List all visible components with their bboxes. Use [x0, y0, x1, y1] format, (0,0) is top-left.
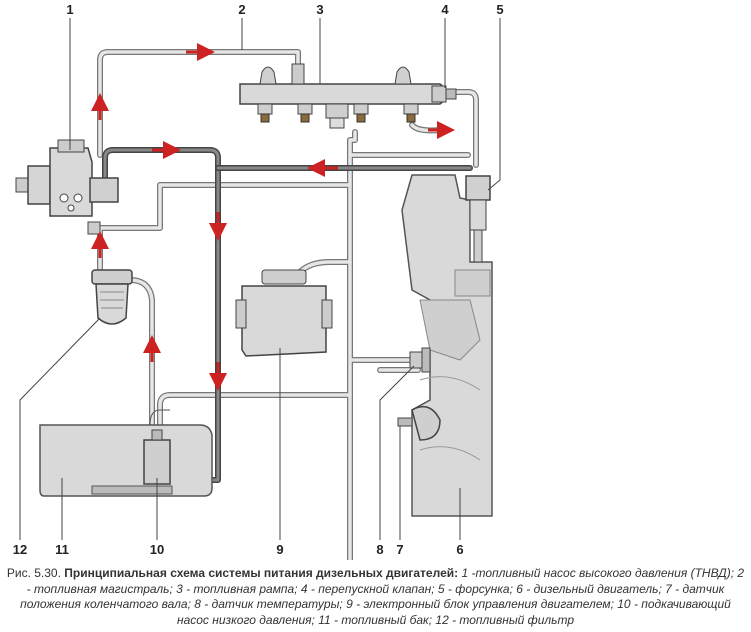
- low-pressure-pump: [143, 429, 171, 485]
- callout-6: 6: [456, 542, 463, 557]
- crankshaft-sensor: [397, 405, 441, 441]
- bypass-valve: [431, 85, 457, 103]
- callout-8: 8: [376, 542, 383, 557]
- fuel-rail: [239, 63, 446, 129]
- callout-12: 12: [13, 542, 27, 557]
- callouts: 1 2 3 4 5 6 7 8 9 10 11 12: [13, 2, 504, 557]
- callout-7: 7: [396, 542, 403, 557]
- engine-control-unit: [235, 269, 333, 357]
- figure-number: Рис. 5.30.: [6, 566, 61, 580]
- flow-arrows: [91, 43, 455, 391]
- fuel-filter: [91, 269, 133, 325]
- fuel-tank: [39, 409, 213, 497]
- figure-legend: 1 -топливный насос высокого давления (ТН…: [20, 566, 745, 627]
- callout-1: 1: [66, 2, 73, 17]
- rail-injector-tips: [260, 113, 416, 123]
- callout-5: 5: [496, 2, 503, 17]
- figure-caption: Рис. 5.30. Принципиальная схема системы …: [6, 566, 745, 628]
- callout-11: 11: [55, 542, 69, 557]
- callout-10: 10: [150, 542, 164, 557]
- callout-4: 4: [441, 2, 449, 17]
- figure-title: Принципиальная схема системы питания диз…: [64, 566, 459, 580]
- callout-3: 3: [316, 2, 323, 17]
- leader-lines: [19, 18, 501, 540]
- fuel-lines: [97, 49, 479, 560]
- temperature-sensor: [409, 347, 431, 373]
- high-pressure-pump: [15, 139, 119, 235]
- callout-9: 9: [276, 542, 283, 557]
- callout-2: 2: [238, 2, 245, 17]
- fuel-system-diagram: 1 2 3 4 5 6 7 8 9 10 11 12: [13, 2, 504, 560]
